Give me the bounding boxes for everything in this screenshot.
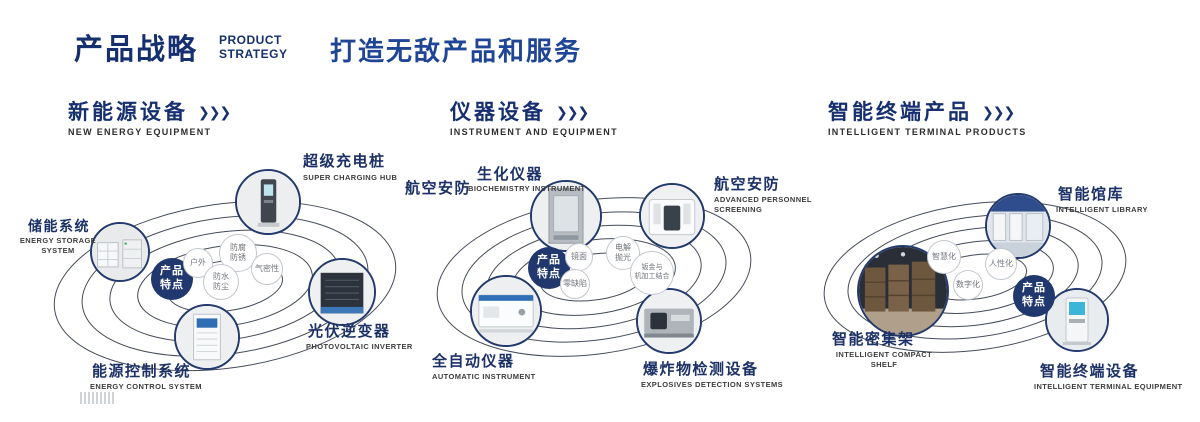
- product-label: 智能馆库: [1058, 186, 1125, 203]
- section-title-text: 新能源设备: [68, 101, 188, 124]
- feature-bubble: 人性化: [985, 248, 1017, 280]
- product-label-en: ENERGY CONTROL SYSTEM: [90, 382, 202, 391]
- tagline: 打造无敌产品和服务: [330, 36, 583, 66]
- product-image-pv-inverter: [308, 258, 376, 326]
- chevrons-icon: ❯❯❯: [982, 104, 1015, 120]
- feature-bubble: 零缺陷: [560, 269, 590, 299]
- feature-bubble: 智慧化: [927, 240, 961, 274]
- product-label-en: BIOCHEMISTRY INSTRUMENT: [468, 184, 586, 193]
- product-label-en: EXPLOSIVES DETECTION SYSTEMS: [641, 380, 784, 389]
- product-label: 智能密集架: [832, 331, 915, 348]
- section-title-instrument: 仪器设备 ❯❯❯: [450, 96, 589, 126]
- product-label-en: INTELLIGENT LIBRARY: [1056, 205, 1148, 214]
- product-label: 爆炸物检测设备: [643, 361, 759, 378]
- product-label-en: SUPER CHARGING HUB: [303, 173, 398, 182]
- chevrons-icon: ❯❯❯: [556, 104, 589, 120]
- automatic-instrument-icon: [472, 277, 540, 345]
- logo-mark: [80, 392, 116, 404]
- product-label: 航空安防: [714, 176, 781, 193]
- product-label-en: PHOTOVOLTAIC INVERTER: [306, 342, 413, 351]
- page-title: 产品战略: [74, 34, 199, 66]
- feature-bubble: 数字化: [953, 270, 983, 300]
- product-image-energy-control: [174, 304, 240, 370]
- section-title-en-new-energy: NEW ENERGY EQUIPMENT: [68, 127, 212, 137]
- feature-bubble: 镜面: [565, 243, 593, 271]
- product-label: 光伏逆变器: [308, 323, 391, 340]
- product-features-badge: 产品 特点: [1013, 275, 1055, 317]
- explosives-detection-icon: [638, 290, 700, 352]
- product-label-aviation-security: 航空安防: [405, 180, 472, 197]
- charging-hub-icon: [237, 171, 299, 233]
- page-title-en: PRODUCT STRATEGY: [219, 33, 288, 61]
- feature-bubble: 气密性: [251, 253, 283, 285]
- section-title-new-energy: 新能源设备 ❯❯❯: [68, 96, 231, 126]
- section-title-en-intelligent: INTELLIGENT TERMINAL PRODUCTS: [828, 127, 1027, 137]
- product-label: 储能系统: [28, 218, 90, 234]
- product-label-en: INTELLIGENT COMPACT SHELF: [835, 350, 933, 369]
- product-label-en: AUTOMATIC INSTRUMENT: [432, 372, 536, 381]
- product-image-energy-storage: [90, 222, 150, 282]
- product-label: 全自动仪器: [432, 353, 515, 370]
- product-label: 能源控制系统: [92, 363, 192, 380]
- terminal-equipment-icon: [1047, 290, 1107, 350]
- product-label: 智能终端设备: [1040, 363, 1140, 380]
- section-title-intelligent: 智能终端产品 ❯❯❯: [828, 96, 1015, 126]
- product-label-en: ENERGY STORAGE SYSTEM: [19, 236, 97, 255]
- biochemistry-instrument-icon: [532, 182, 600, 250]
- personnel-screening-icon: [641, 185, 703, 247]
- product-image-super-charging-hub: [235, 169, 301, 235]
- section-title-text: 仪器设备: [450, 101, 546, 124]
- energy-control-icon: [176, 306, 238, 368]
- pv-inverter-icon: [310, 260, 374, 324]
- product-image-terminal-equipment: [1045, 288, 1109, 352]
- feature-bubble: 钣金与 机加工结合: [630, 251, 674, 295]
- product-label-en: INTELLIGENT TERMINAL EQUIPMENT: [1034, 382, 1183, 391]
- product-image-personnel-screening: [639, 183, 705, 249]
- product-label: 超级充电桩: [303, 153, 386, 170]
- feature-bubble: 电解 抛光: [606, 236, 640, 270]
- energy-storage-icon: [92, 224, 148, 280]
- section-title-text: 智能终端产品: [828, 101, 972, 124]
- product-image-explosives-detection: [636, 288, 702, 354]
- product-label-en: ADVANCED PERSONNEL SCREENING: [714, 195, 812, 214]
- section-title-en-instrument: INSTRUMENT AND EQUIPMENT: [450, 127, 618, 137]
- feature-bubble: 防水 防尘: [203, 264, 239, 300]
- chevrons-icon: ❯❯❯: [198, 104, 231, 120]
- product-image-biochemistry: [530, 180, 602, 252]
- feature-bubble: 防腐 防锈: [219, 234, 257, 272]
- product-label: 生化仪器: [477, 166, 544, 183]
- product-image-automatic-instrument: [470, 275, 542, 347]
